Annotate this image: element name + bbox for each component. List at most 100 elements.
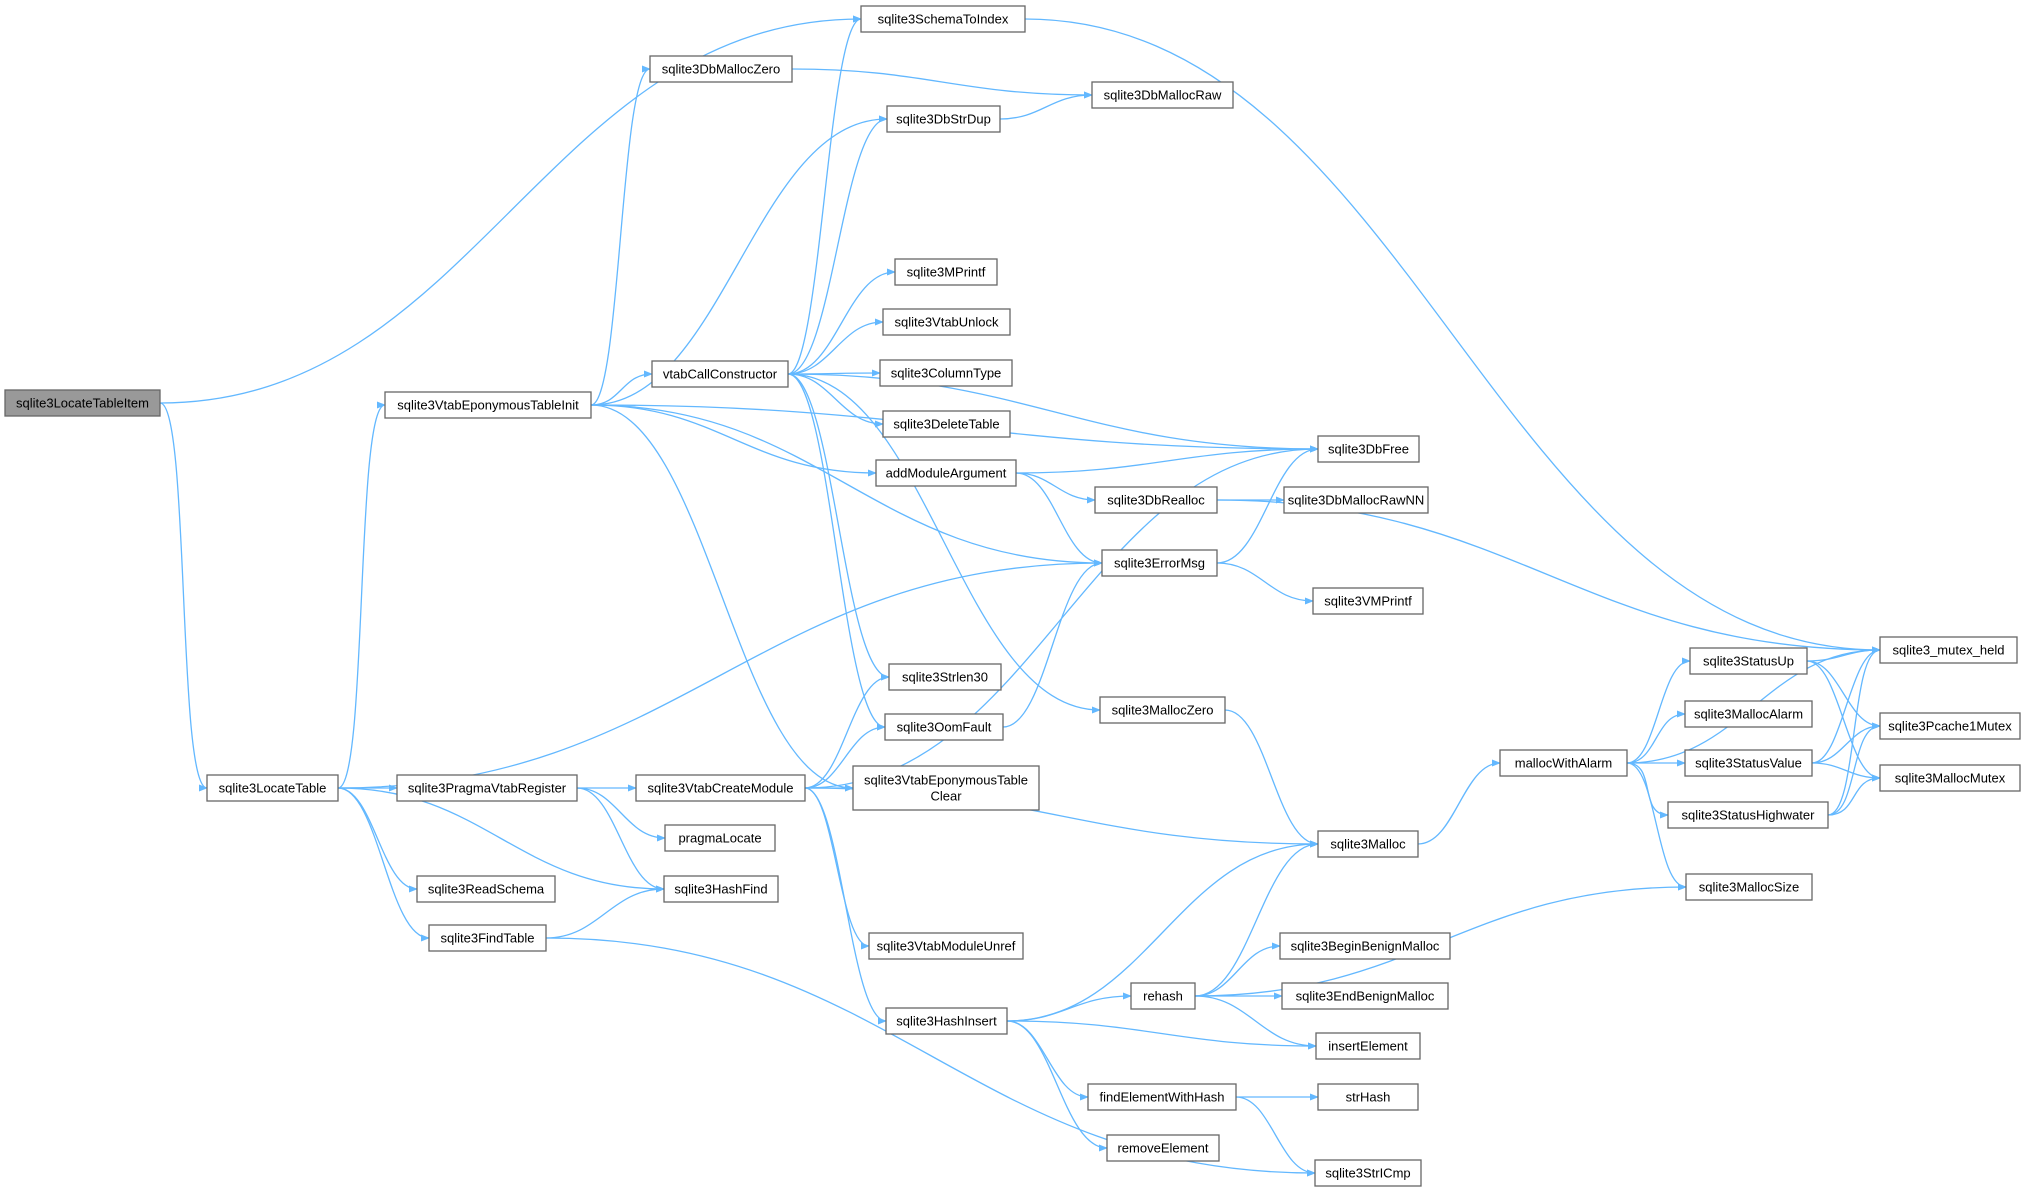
edge-sqlite3-vtab-create-module-to-sqlite3-vtab-module-unref (804, 787, 870, 950)
edge-sqlite3-status-value-to-sqlite3-mutex-held (1811, 646, 1881, 764)
node-sqlite3-end-benign-malloc[interactable]: sqlite3EndBenignMalloc (1281, 982, 1449, 1010)
edge-add-module-argument-to-sqlite3-db-free (1015, 445, 1319, 474)
node-sqlite3-pragma-vtab-register[interactable]: sqlite3PragmaVtabRegister (396, 774, 578, 802)
node-label: sqlite3DbRealloc (1107, 493, 1205, 508)
edge-sqlite3-oom-fault-to-sqlite3-error-msg (1002, 559, 1103, 728)
edge-sqlite3-find-table-to-sqlite3-hash-find (545, 885, 665, 939)
node-pragma-locate[interactable]: pragmaLocate (664, 824, 776, 852)
node-label: sqlite3VMPrintf (1324, 594, 1412, 609)
edge-malloc-with-alarm-to-sqlite3-malloc-alarm (1626, 710, 1686, 764)
edge-sqlite3-status-value-to-sqlite3-pcache1-mutex (1811, 722, 1881, 764)
edge-sqlite3-hash-insert-to-find-element-with-hash (1006, 1020, 1089, 1101)
edge-sqlite3-vtab-eponymous-table-init-to-sqlite3-vtab-eponymous-table-clear (590, 404, 854, 792)
node-insert-element[interactable]: insertElement (1315, 1032, 1421, 1060)
edge-sqlite3-schema-to-index-to-sqlite3-mutex-held (1024, 18, 1881, 654)
node-remove-element[interactable]: removeElement (1106, 1134, 1220, 1162)
node-box (1684, 749, 1813, 777)
node-box (1094, 486, 1218, 514)
edge-rehash-to-insert-element (1194, 995, 1317, 1050)
edge-sqlite3-locate-table-item-to-sqlite3-locate-table (159, 402, 208, 792)
node-sqlite3-column-type[interactable]: sqlite3ColumnType (879, 359, 1013, 387)
node-sqlite3-malloc-mutex[interactable]: sqlite3MallocMutex (1879, 764, 2021, 792)
node-box (1317, 1083, 1419, 1111)
node-sqlite3-status-up[interactable]: sqlite3StatusUp (1689, 647, 1808, 675)
edge-layer (159, 15, 1881, 1177)
node-label: sqlite3HashInsert (896, 1014, 997, 1029)
node-sqlite3-db-malloc-raw-nn[interactable]: sqlite3DbMallocRawNN (1283, 486, 1429, 514)
node-box (888, 663, 1002, 691)
node-label: sqlite3ColumnType (891, 366, 1002, 381)
node-box (396, 774, 578, 802)
node-sqlite3-strlen30[interactable]: sqlite3Strlen30 (888, 663, 1002, 691)
node-sqlite3-schema-to-index[interactable]: sqlite3SchemaToIndex (860, 5, 1026, 33)
edge-sqlite3-hash-insert-to-remove-element (1006, 1020, 1108, 1152)
node-sqlite3-hash-find[interactable]: sqlite3HashFind (663, 875, 779, 903)
node-sqlite3-begin-benign-malloc[interactable]: sqlite3BeginBenignMalloc (1279, 932, 1451, 960)
node-sqlite3-str-icmp[interactable]: sqlite3StrICmp (1314, 1159, 1422, 1187)
node-sqlite3-db-realloc[interactable]: sqlite3DbRealloc (1094, 486, 1218, 514)
node-label: sqlite3MallocMutex (1895, 771, 2006, 786)
node-sqlite3-mprintf[interactable]: sqlite3MPrintf (894, 258, 998, 286)
edge-vtab-call-constructor-to-sqlite3-vtab-unlock (787, 318, 884, 375)
node-box (1499, 749, 1628, 777)
node-label: sqlite3DbMallocRaw (1104, 88, 1222, 103)
node-label: sqlite3VtabEponymousTable (864, 773, 1028, 788)
node-sqlite3-vtab-module-unref[interactable]: sqlite3VtabModuleUnref (868, 932, 1024, 960)
node-label: sqlite3DbFree (1328, 442, 1409, 457)
node-sqlite3-locate-table[interactable]: sqlite3LocateTable (206, 774, 339, 802)
node-box (1281, 982, 1449, 1010)
node-sqlite3-vtab-create-module[interactable]: sqlite3VtabCreateModule (635, 774, 806, 802)
node-sqlite3-malloc[interactable]: sqlite3Malloc (1317, 830, 1419, 858)
node-box (884, 713, 1004, 741)
node-sqlite3-malloc-size[interactable]: sqlite3MallocSize (1685, 873, 1813, 901)
edge-sqlite3-hash-insert-to-rehash (1006, 992, 1132, 1022)
node-sqlite3-vmprintf[interactable]: sqlite3VMPrintf (1312, 587, 1424, 615)
node-sqlite3-error-msg[interactable]: sqlite3ErrorMsg (1101, 549, 1218, 577)
node-label: sqlite3EndBenignMalloc (1296, 989, 1435, 1004)
edge-vtab-call-constructor-to-sqlite3-malloc-zero (787, 373, 1101, 714)
node-label: sqlite3DbMallocRawNN (1288, 493, 1425, 508)
node-box (885, 1007, 1008, 1035)
node-add-module-argument[interactable]: addModuleArgument (875, 459, 1017, 487)
node-box (894, 258, 998, 286)
node-sqlite3-vtab-eponymous-table-init[interactable]: sqlite3VtabEponymousTableInit (384, 391, 592, 419)
node-sqlite3-db-malloc-zero[interactable]: sqlite3DbMallocZero (649, 55, 793, 83)
node-box (1689, 647, 1808, 675)
node-sqlite3-status-highwater[interactable]: sqlite3StatusHighwater (1667, 801, 1829, 829)
edge-sqlite3-vtab-eponymous-table-init-to-sqlite3-db-malloc-zero (590, 65, 651, 406)
node-box (651, 360, 789, 388)
node-sqlite3-delete-table[interactable]: sqlite3DeleteTable (882, 410, 1011, 438)
edge-sqlite3-pragma-vtab-register-to-pragma-locate (576, 787, 666, 842)
node-box (664, 824, 776, 852)
node-label: sqlite3PragmaVtabRegister (408, 781, 567, 796)
edge-sqlite3-error-msg-to-sqlite3-db-free (1216, 445, 1319, 564)
node-sqlite3-status-value[interactable]: sqlite3StatusValue (1684, 749, 1813, 777)
node-sqlite3-hash-insert[interactable]: sqlite3HashInsert (885, 1007, 1008, 1035)
edge-rehash-to-sqlite3-malloc (1194, 840, 1319, 997)
node-sqlite3-pcache1-mutex[interactable]: sqlite3Pcache1Mutex (1879, 712, 2021, 740)
node-sqlite3-malloc-zero[interactable]: sqlite3MallocZero (1099, 696, 1226, 724)
node-sqlite3-db-malloc-raw[interactable]: sqlite3DbMallocRaw (1091, 81, 1234, 109)
node-sqlite3-locate-table-item[interactable]: sqlite3LocateTableItem (4, 389, 161, 417)
node-sqlite3-mutex-held[interactable]: sqlite3_mutex_held (1879, 636, 2018, 664)
node-rehash[interactable]: rehash (1130, 982, 1196, 1010)
node-sqlite3-malloc-alarm[interactable]: sqlite3MallocAlarm (1684, 700, 1813, 728)
node-sqlite3-oom-fault[interactable]: sqlite3OomFault (884, 713, 1004, 741)
node-box (4, 389, 161, 417)
node-sqlite3-read-schema[interactable]: sqlite3ReadSchema (416, 875, 556, 903)
node-box (1130, 982, 1196, 1010)
node-sqlite3-db-str-dup[interactable]: sqlite3DbStrDup (886, 105, 1001, 133)
node-str-hash[interactable]: strHash (1317, 1083, 1419, 1111)
edge-rehash-to-sqlite3-begin-benign-malloc (1194, 942, 1281, 997)
node-sqlite3-find-table[interactable]: sqlite3FindTable (428, 924, 547, 952)
edge-sqlite3-status-up-to-sqlite3-malloc-mutex (1806, 660, 1881, 782)
node-sqlite3-vtab-unlock[interactable]: sqlite3VtabUnlock (882, 308, 1011, 336)
node-label: sqlite3VtabEponymousTableInit (397, 398, 579, 413)
node-label: sqlite3ReadSchema (428, 882, 545, 897)
node-find-element-with-hash[interactable]: findElementWithHash (1087, 1083, 1237, 1111)
node-malloc-with-alarm[interactable]: mallocWithAlarm (1499, 749, 1628, 777)
node-vtab-call-constructor[interactable]: vtabCallConstructor (651, 360, 789, 388)
node-sqlite3-db-free[interactable]: sqlite3DbFree (1317, 435, 1420, 463)
